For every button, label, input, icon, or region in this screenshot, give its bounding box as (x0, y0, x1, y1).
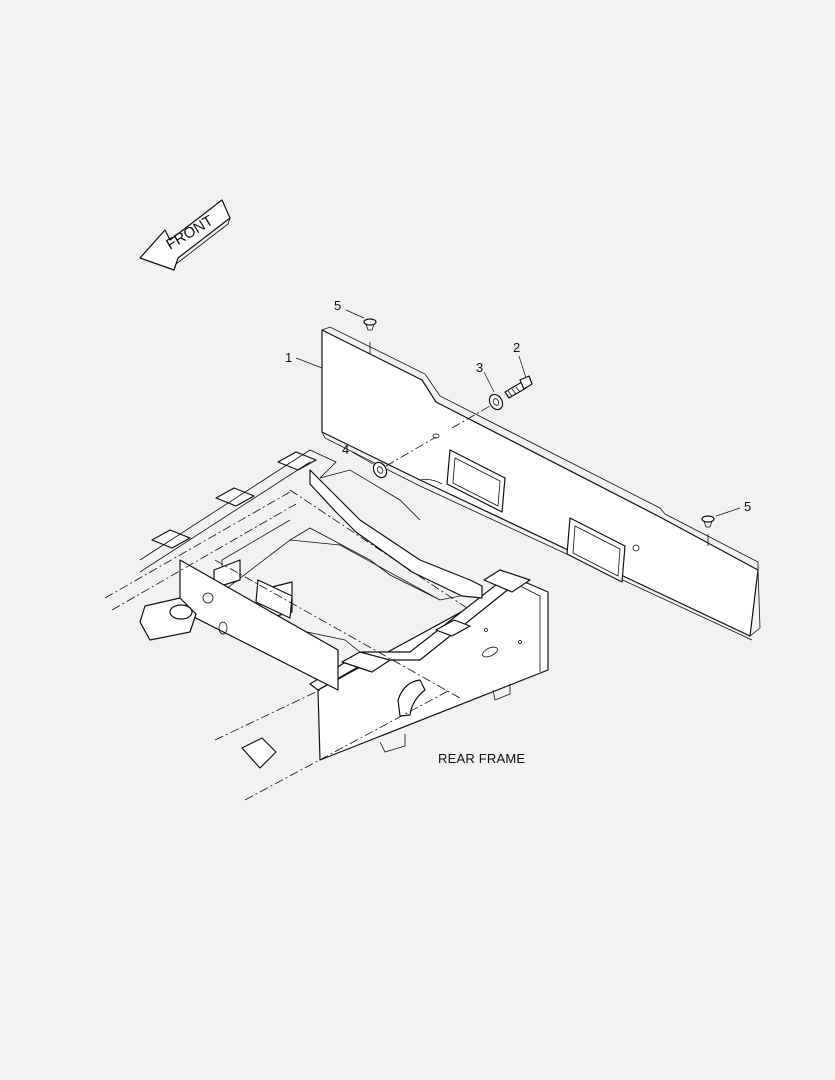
lifting-pocket-right (566, 517, 626, 583)
washer-upper (488, 393, 504, 411)
counterweight (321, 326, 761, 641)
callout-part-4: 4 (342, 442, 349, 457)
bolt (504, 375, 533, 399)
callout-part-2: 2 (513, 340, 520, 355)
rear-frame (104, 449, 549, 801)
front-arrow: FRONT (139, 199, 231, 271)
callout-part-5-right: 5 (744, 499, 751, 514)
plug-right (701, 515, 715, 528)
bolt-hole (632, 544, 640, 552)
washer-lower (372, 461, 388, 479)
leader-lines (295, 309, 741, 517)
towing-eye (139, 597, 197, 641)
plug-left (363, 318, 377, 331)
assembly-centerlines (385, 405, 491, 467)
callout-part-5-left: 5 (334, 298, 341, 313)
callout-part-1: 1 (285, 350, 292, 365)
bolt-hole (432, 433, 440, 439)
rear-frame-label: REAR FRAME (438, 751, 525, 766)
callout-part-3: 3 (476, 360, 483, 375)
lifting-pocket-left (446, 449, 506, 513)
